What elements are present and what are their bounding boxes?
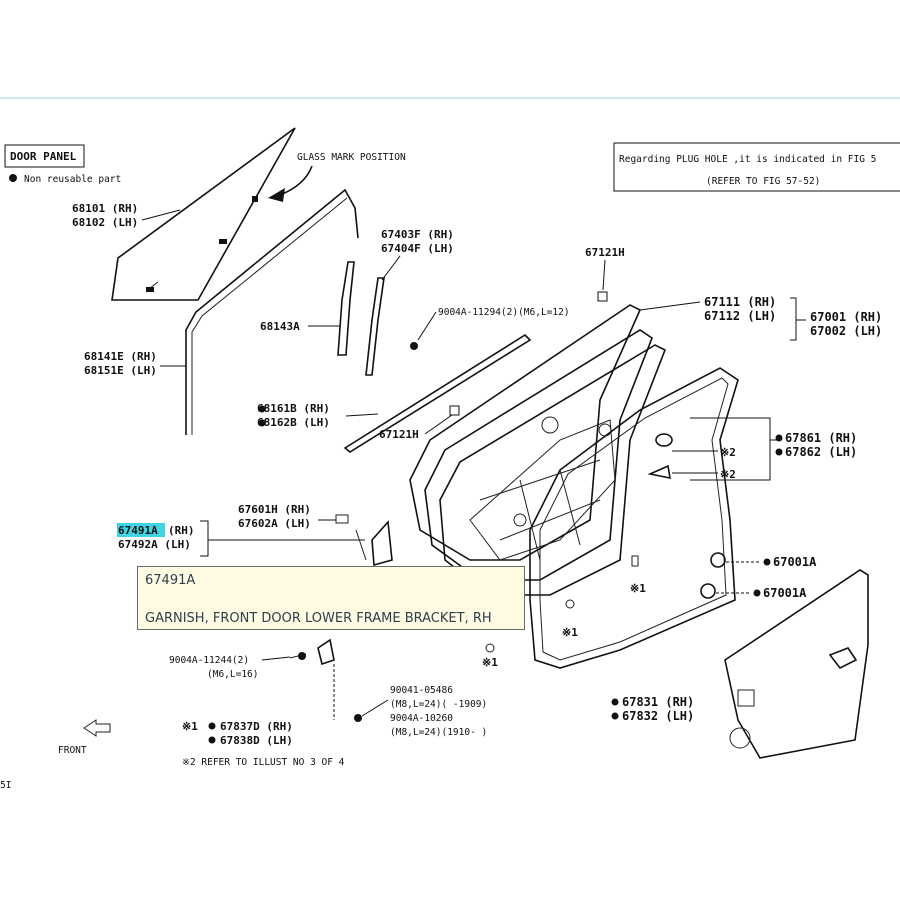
label-68143a: 68143A: [260, 320, 300, 333]
mark-x1-a: ※1: [630, 582, 646, 595]
division-bar-68143a: [337, 261, 355, 356]
label-67838d: 67838D (LH): [220, 734, 293, 747]
legend-box-label: DOOR PANEL: [10, 150, 77, 163]
legend: DOOR PANEL Non reusable part: [4, 144, 121, 185]
plug-67861-a: [655, 433, 673, 447]
label-67121h-mid: 67121H: [379, 428, 419, 441]
refer-illust-note: ※2 REFER TO ILLUST NO 3 OF 4: [182, 757, 345, 768]
front-arrow-icon: [83, 719, 111, 737]
service-hole-cover: [724, 569, 869, 759]
part-tooltip: 67491A GARNISH, FRONT DOOR LOWER FRAME B…: [137, 566, 525, 630]
bolt-9004a-11294: [410, 342, 418, 350]
legend-non-reusable: Non reusable part: [24, 174, 121, 185]
mark-x2-b: ※2: [720, 468, 736, 481]
label-68102: 68102 (LH): [72, 216, 138, 229]
label-67837d: 67837D (RH): [220, 720, 293, 733]
division-bar-67403f: [365, 277, 385, 376]
label-67602a: 67602A (LH): [238, 517, 311, 530]
label-9004a-10260: 9004A-10260: [390, 713, 453, 724]
label-67111: 67111 (RH): [704, 295, 776, 309]
front-label: FRONT: [58, 745, 87, 756]
highlight-67491a: [117, 523, 165, 537]
label-68161b: 68161B (RH): [257, 402, 330, 415]
mark-x1-legend: ※1: [182, 720, 198, 733]
mark-x1-c: ※1: [482, 656, 498, 669]
header-divider: [0, 97, 900, 99]
label-68162b: 68162B (LH): [257, 416, 330, 429]
plug-hole-note: Regarding PLUG HOLE ,it is indicated in …: [613, 142, 900, 192]
grommet-67001a-1: [710, 552, 726, 568]
label-67112: 67112 (LH): [704, 309, 776, 323]
mark-x2-a: ※2: [720, 446, 736, 459]
label-67491a-code[interactable]: 67491A: [118, 524, 158, 537]
label-67601h: 67601H (RH): [238, 503, 311, 516]
glass-mark-arrow: [279, 165, 313, 196]
label-9004a-11244: 9004A-11244(2): [169, 655, 249, 666]
label-68141e: 68141E (RH): [84, 350, 157, 363]
svg-text:Regarding PLUG HOLE ,it is ind: Regarding PLUG HOLE ,it is indicated in …: [619, 154, 876, 165]
belt-moulding: [343, 333, 532, 453]
frame-bracket-garnish: [371, 520, 393, 567]
glass-mark-note: GLASS MARK POSITION: [297, 152, 406, 163]
bolt-90041-05486: [354, 714, 362, 722]
svg-text:(REFER TO FIG 57-52): (REFER TO FIG 57-52): [706, 176, 820, 187]
plug-67861-b: [647, 464, 671, 480]
label-67832: 67832 (LH): [622, 709, 694, 723]
label-9004a-11244-spec: (M6,L=16): [207, 669, 258, 680]
label-90041-05486: 90041-05486: [390, 685, 453, 696]
label-67121h-top: 67121H: [585, 246, 625, 259]
label-68101: 68101 (RH): [72, 202, 138, 215]
label-67002: 67002 (LH): [810, 324, 882, 338]
clip-67121h-top: [597, 291, 608, 302]
grommet-67001a-2: [700, 583, 716, 599]
label-67404f: 67404F (LH): [381, 242, 454, 255]
corner-label: 5I: [0, 780, 11, 791]
label-9004a-10260-spec: (M8,L=24)(1910- ): [390, 727, 487, 738]
tooltip-part-code: 67491A: [145, 573, 196, 588]
glass-mark-arrowhead: [268, 188, 285, 202]
door-panel: [409, 304, 667, 596]
label-67831: 67831 (RH): [622, 695, 694, 709]
clip-67121h-mid: [449, 405, 460, 416]
label-67492a: 67492A (LH): [118, 538, 191, 551]
label-9004a-11294: 9004A-11294(2)(M6,L=12): [438, 307, 570, 318]
label-90041-05486-spec: (M8,L=24)( -1909): [390, 699, 487, 710]
label-67001a-1: 67001A: [773, 555, 817, 569]
door-glass: [111, 127, 296, 301]
label-67491a-side: (RH): [168, 524, 195, 537]
tooltip-part-description: GARNISH, FRONT DOOR LOWER FRAME BRACKET,…: [145, 611, 492, 626]
door-weatherstrip: [529, 367, 739, 669]
label-68151e: 68151E (LH): [84, 364, 157, 377]
label-67001: 67001 (RH): [810, 310, 882, 324]
glass-run-channel: [185, 188, 359, 435]
label-67001a-2: 67001A: [763, 586, 807, 600]
label-67403f: 67403F (RH): [381, 228, 454, 241]
mark-x1-b: ※1: [562, 626, 578, 639]
label-67861: 67861 (RH): [785, 431, 857, 445]
label-67862: 67862 (LH): [785, 445, 857, 459]
